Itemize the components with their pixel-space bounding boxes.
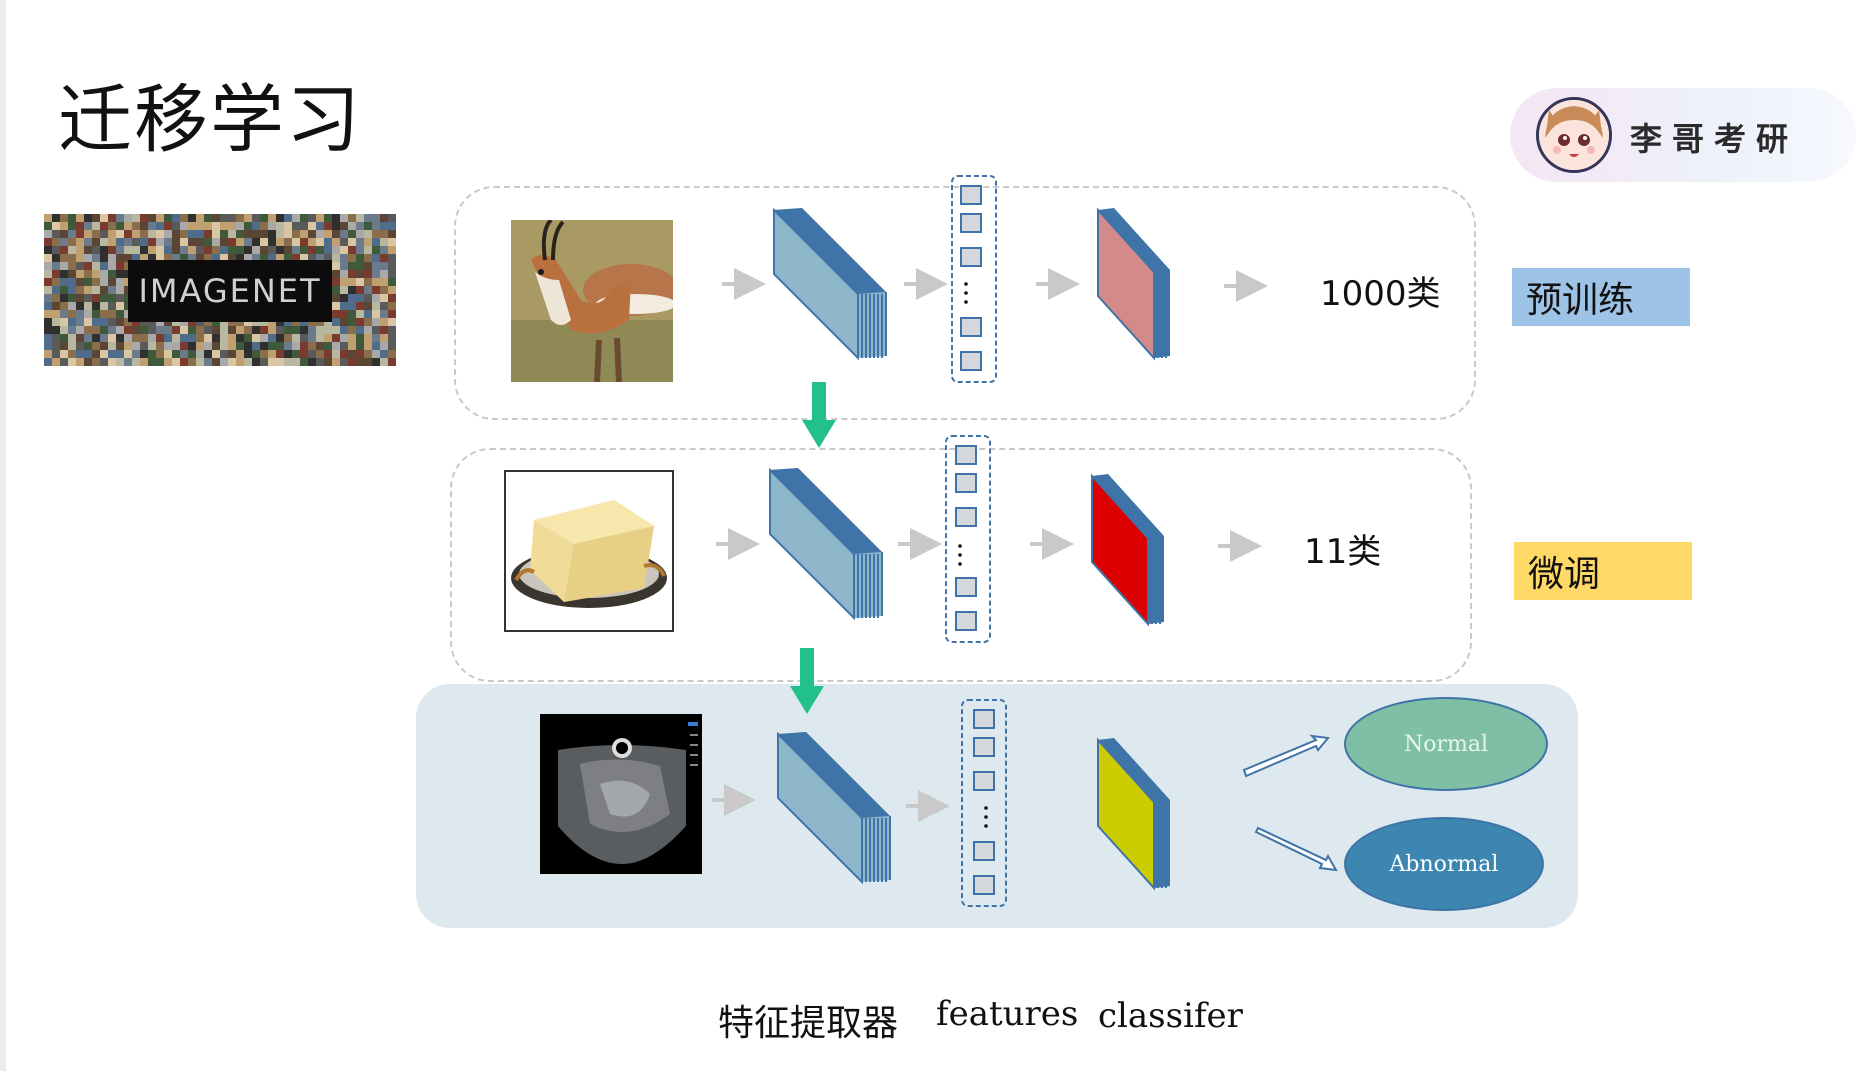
feature-extractor-block-3 xyxy=(777,731,891,885)
page-title: 迁移学习 xyxy=(58,77,362,163)
ultrasound-image xyxy=(540,714,702,874)
avatar-girl-icon xyxy=(1536,97,1612,173)
classifier-block-1 xyxy=(1097,207,1170,361)
output-arrow-abnormal xyxy=(1254,826,1338,872)
caption-features: features xyxy=(936,994,1079,1034)
gazelle-photo xyxy=(511,220,673,382)
transfer-arrow-2 xyxy=(790,648,824,714)
classifier-block-2 xyxy=(1091,473,1164,627)
feature-vector-1 xyxy=(951,175,997,383)
finetune-class-count: 11类 xyxy=(1304,532,1382,572)
output-abnormal-ellipse xyxy=(1344,817,1544,911)
brand-logo: 李哥考研 xyxy=(1510,88,1856,182)
transfer-arrow-1 xyxy=(802,382,836,448)
feature-extractor-block-2 xyxy=(769,467,883,621)
feature-vector-3 xyxy=(961,699,1007,907)
flow-arrows-row-3 xyxy=(712,784,950,822)
output-normal-label: Normal xyxy=(1403,732,1489,757)
flow-arrows-row-2 xyxy=(716,528,1262,562)
finetune-tag: 微调 xyxy=(1514,542,1692,600)
pretrain-class-count: 1000类 xyxy=(1320,274,1441,314)
pretrain-tag: 预训练 xyxy=(1512,268,1690,326)
output-normal-ellipse xyxy=(1344,697,1548,791)
caption-classifier: classifer xyxy=(1098,996,1243,1036)
feature-extractor-block-1 xyxy=(773,207,887,361)
flow-arrows-row-1 xyxy=(722,268,1268,302)
butter-photo xyxy=(504,470,674,632)
imagenet-label: IMAGENET xyxy=(128,260,332,322)
slide-edge xyxy=(0,0,6,1071)
brand-name: 李哥考研 xyxy=(1630,120,1799,158)
caption-feature-extractor: 特征提取器 xyxy=(718,1003,899,1044)
classifier-block-3 xyxy=(1097,737,1170,891)
output-arrow-normal xyxy=(1242,734,1330,778)
imagenet-mosaic: IMAGENET xyxy=(44,214,396,366)
output-abnormal-label: Abnormal xyxy=(1389,852,1499,877)
feature-vector-2 xyxy=(945,435,991,643)
